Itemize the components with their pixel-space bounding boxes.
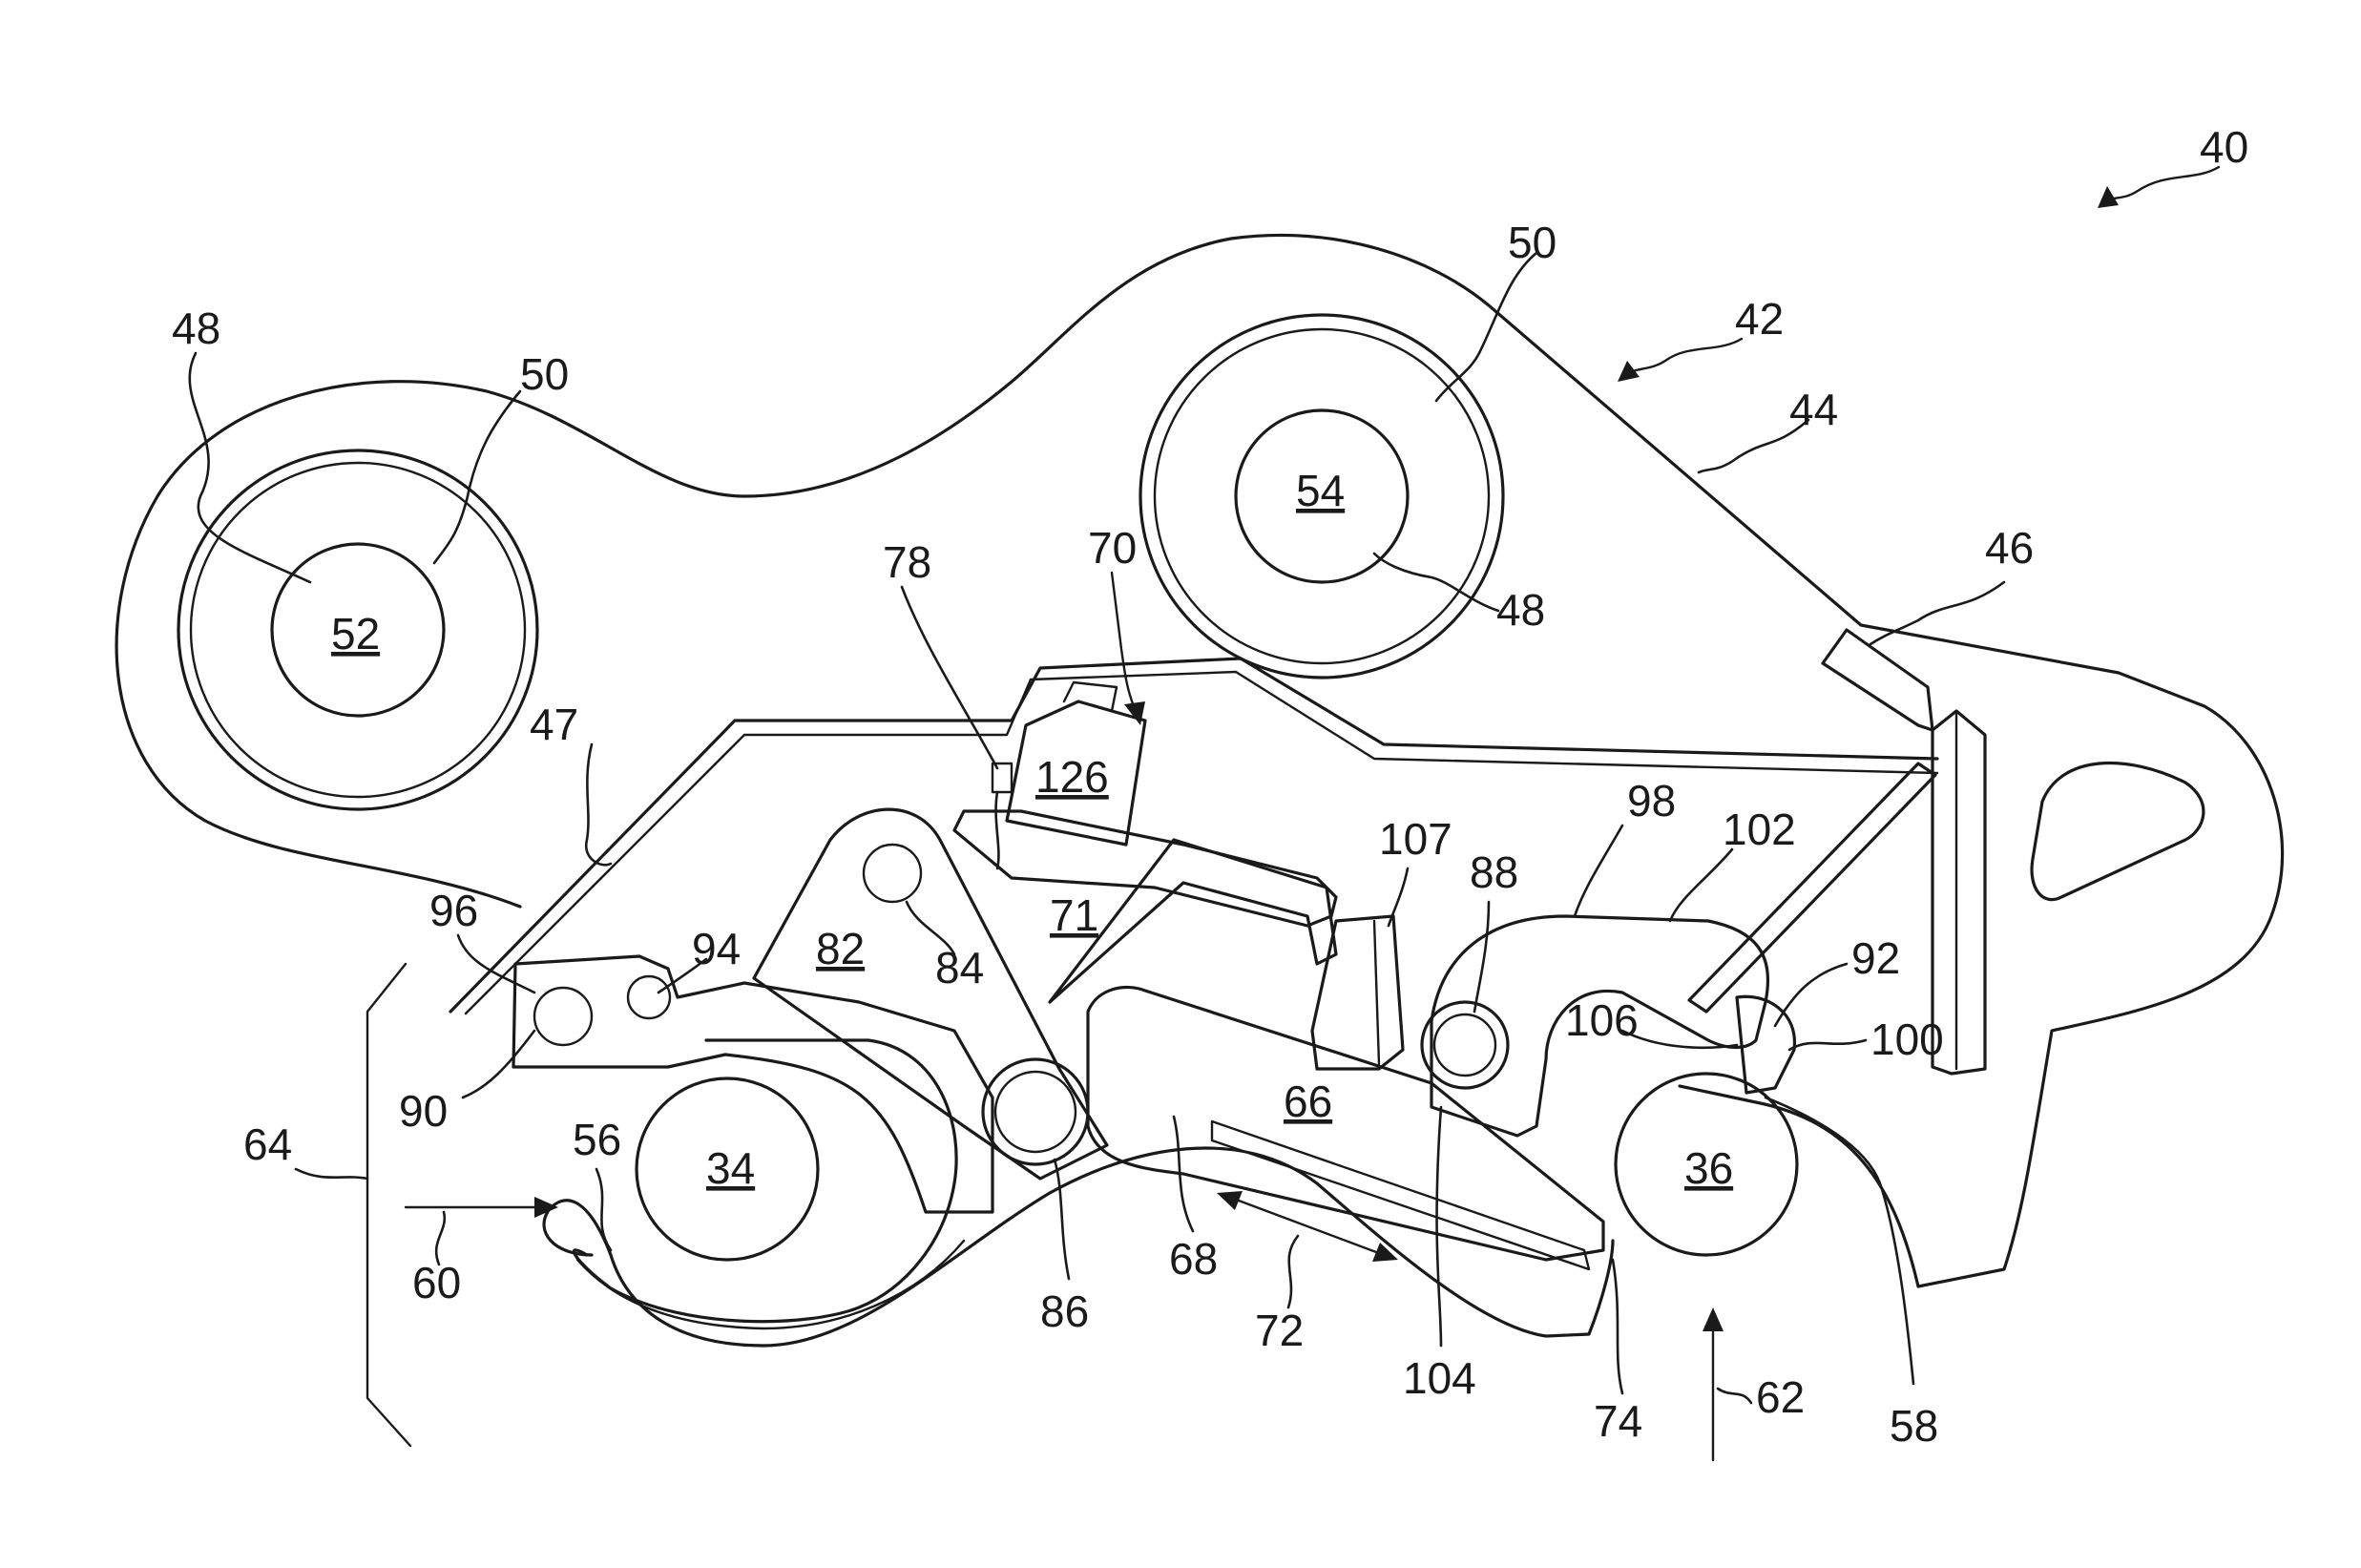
label-94: 94 xyxy=(692,924,741,973)
label-86: 86 xyxy=(1040,1286,1089,1336)
leader-46 xyxy=(1870,582,2004,644)
label-56: 56 xyxy=(573,1115,621,1164)
arrow-40-head xyxy=(2098,186,2119,208)
arrow-72-shaft xyxy=(1231,1198,1384,1255)
latch-plate-66 xyxy=(1088,987,1603,1260)
triangular-cutout xyxy=(2032,763,2204,900)
label-90: 90 xyxy=(399,1086,448,1136)
leader-64 xyxy=(296,1169,367,1179)
plate-46 xyxy=(1823,630,1933,730)
valve-block-fitting xyxy=(1064,682,1117,711)
label-48a: 48 xyxy=(172,303,220,353)
interior-frame-inner xyxy=(466,672,1937,1014)
label-50b: 50 xyxy=(1508,218,1557,267)
pin-94 xyxy=(628,976,670,1018)
label-64: 64 xyxy=(243,1119,292,1169)
label-66: 66 xyxy=(1284,1077,1332,1126)
leader-90 xyxy=(463,1031,534,1098)
leader-98 xyxy=(1575,826,1622,916)
label-47: 47 xyxy=(530,700,578,749)
hook-inner-line xyxy=(577,1241,964,1328)
label-50a: 50 xyxy=(520,349,569,399)
arrow-40-shaft xyxy=(2104,167,2219,202)
cylinder-end-107 xyxy=(1312,916,1403,1069)
sensor-78 xyxy=(992,763,1012,792)
label-44: 44 xyxy=(1789,385,1838,434)
label-34: 34 xyxy=(706,1143,755,1193)
leader-86 xyxy=(1055,1160,1069,1279)
label-74: 74 xyxy=(1594,1396,1642,1446)
leader-74 xyxy=(1613,1260,1622,1393)
label-84: 84 xyxy=(935,943,984,993)
leader-47 xyxy=(586,744,611,865)
label-82: 82 xyxy=(816,924,865,973)
arrow-72-head-a xyxy=(1217,1191,1243,1210)
label-100: 100 xyxy=(1870,1014,1944,1064)
arrow-62-head xyxy=(1703,1307,1724,1331)
label-106: 106 xyxy=(1565,995,1639,1045)
label-104: 104 xyxy=(1403,1353,1476,1403)
roller-86-inner xyxy=(995,1072,1076,1152)
leader-60 xyxy=(436,1212,445,1265)
label-58: 58 xyxy=(1890,1401,1938,1451)
leader-100 xyxy=(1789,1040,1866,1050)
interior-frame xyxy=(450,659,1937,1012)
label-42: 42 xyxy=(1735,294,1784,344)
pin-96 xyxy=(534,988,592,1045)
leader-62 xyxy=(1718,1389,1751,1403)
label-92: 92 xyxy=(1851,933,1900,983)
label-71: 71 xyxy=(1050,890,1098,940)
label-54: 54 xyxy=(1296,466,1345,515)
arrow-42-shaft xyxy=(1627,339,1742,374)
label-70: 70 xyxy=(1088,523,1137,573)
label-98: 98 xyxy=(1627,776,1676,826)
leader-48b xyxy=(1374,554,1498,611)
leader-107 xyxy=(1389,868,1408,926)
leader-72 xyxy=(1288,1236,1298,1307)
label-96: 96 xyxy=(429,886,478,935)
label-126: 126 xyxy=(1035,752,1109,802)
label-46: 46 xyxy=(1985,523,2034,573)
arrow-70-head xyxy=(1124,701,1145,725)
leader-102 xyxy=(1670,849,1732,921)
label-88: 88 xyxy=(1470,847,1518,897)
leader-104 xyxy=(1437,1107,1441,1346)
label-78: 78 xyxy=(883,537,931,587)
arrow-72-head-b xyxy=(1372,1243,1398,1262)
leader-78 xyxy=(902,587,997,768)
label-62: 62 xyxy=(1756,1372,1805,1422)
pin-84 xyxy=(864,845,921,902)
label-40: 40 xyxy=(2200,122,2248,172)
cylinder-end-inner xyxy=(1374,921,1379,1064)
leader-88 xyxy=(1474,902,1489,1012)
leader-78b xyxy=(996,792,999,868)
leader-48a xyxy=(190,353,310,582)
pin-88-inner xyxy=(1434,1014,1495,1076)
leader-50a xyxy=(434,391,520,563)
label-48b: 48 xyxy=(1496,585,1545,635)
label-102: 102 xyxy=(1723,805,1796,854)
label-68: 68 xyxy=(1169,1234,1218,1284)
leader-56 xyxy=(596,1169,611,1250)
boundary-64 xyxy=(367,964,410,1446)
roller-86-outer xyxy=(983,1059,1088,1164)
label-60: 60 xyxy=(412,1258,461,1307)
front-jaw-recess xyxy=(574,1040,956,1322)
label-36: 36 xyxy=(1684,1143,1733,1193)
leader-50b xyxy=(1436,253,1536,401)
label-52: 52 xyxy=(331,609,380,659)
label-72: 72 xyxy=(1255,1306,1304,1355)
label-107: 107 xyxy=(1379,814,1452,864)
